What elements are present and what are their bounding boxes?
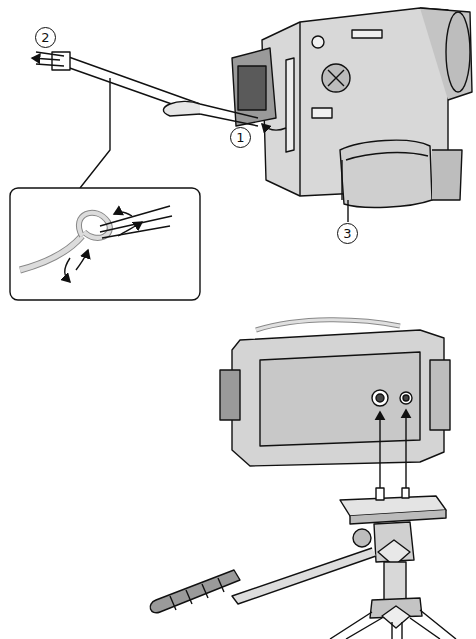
callout-number: 1 (230, 127, 251, 148)
callout-number: 3 (337, 223, 358, 244)
callout-number: 2 (35, 27, 56, 48)
